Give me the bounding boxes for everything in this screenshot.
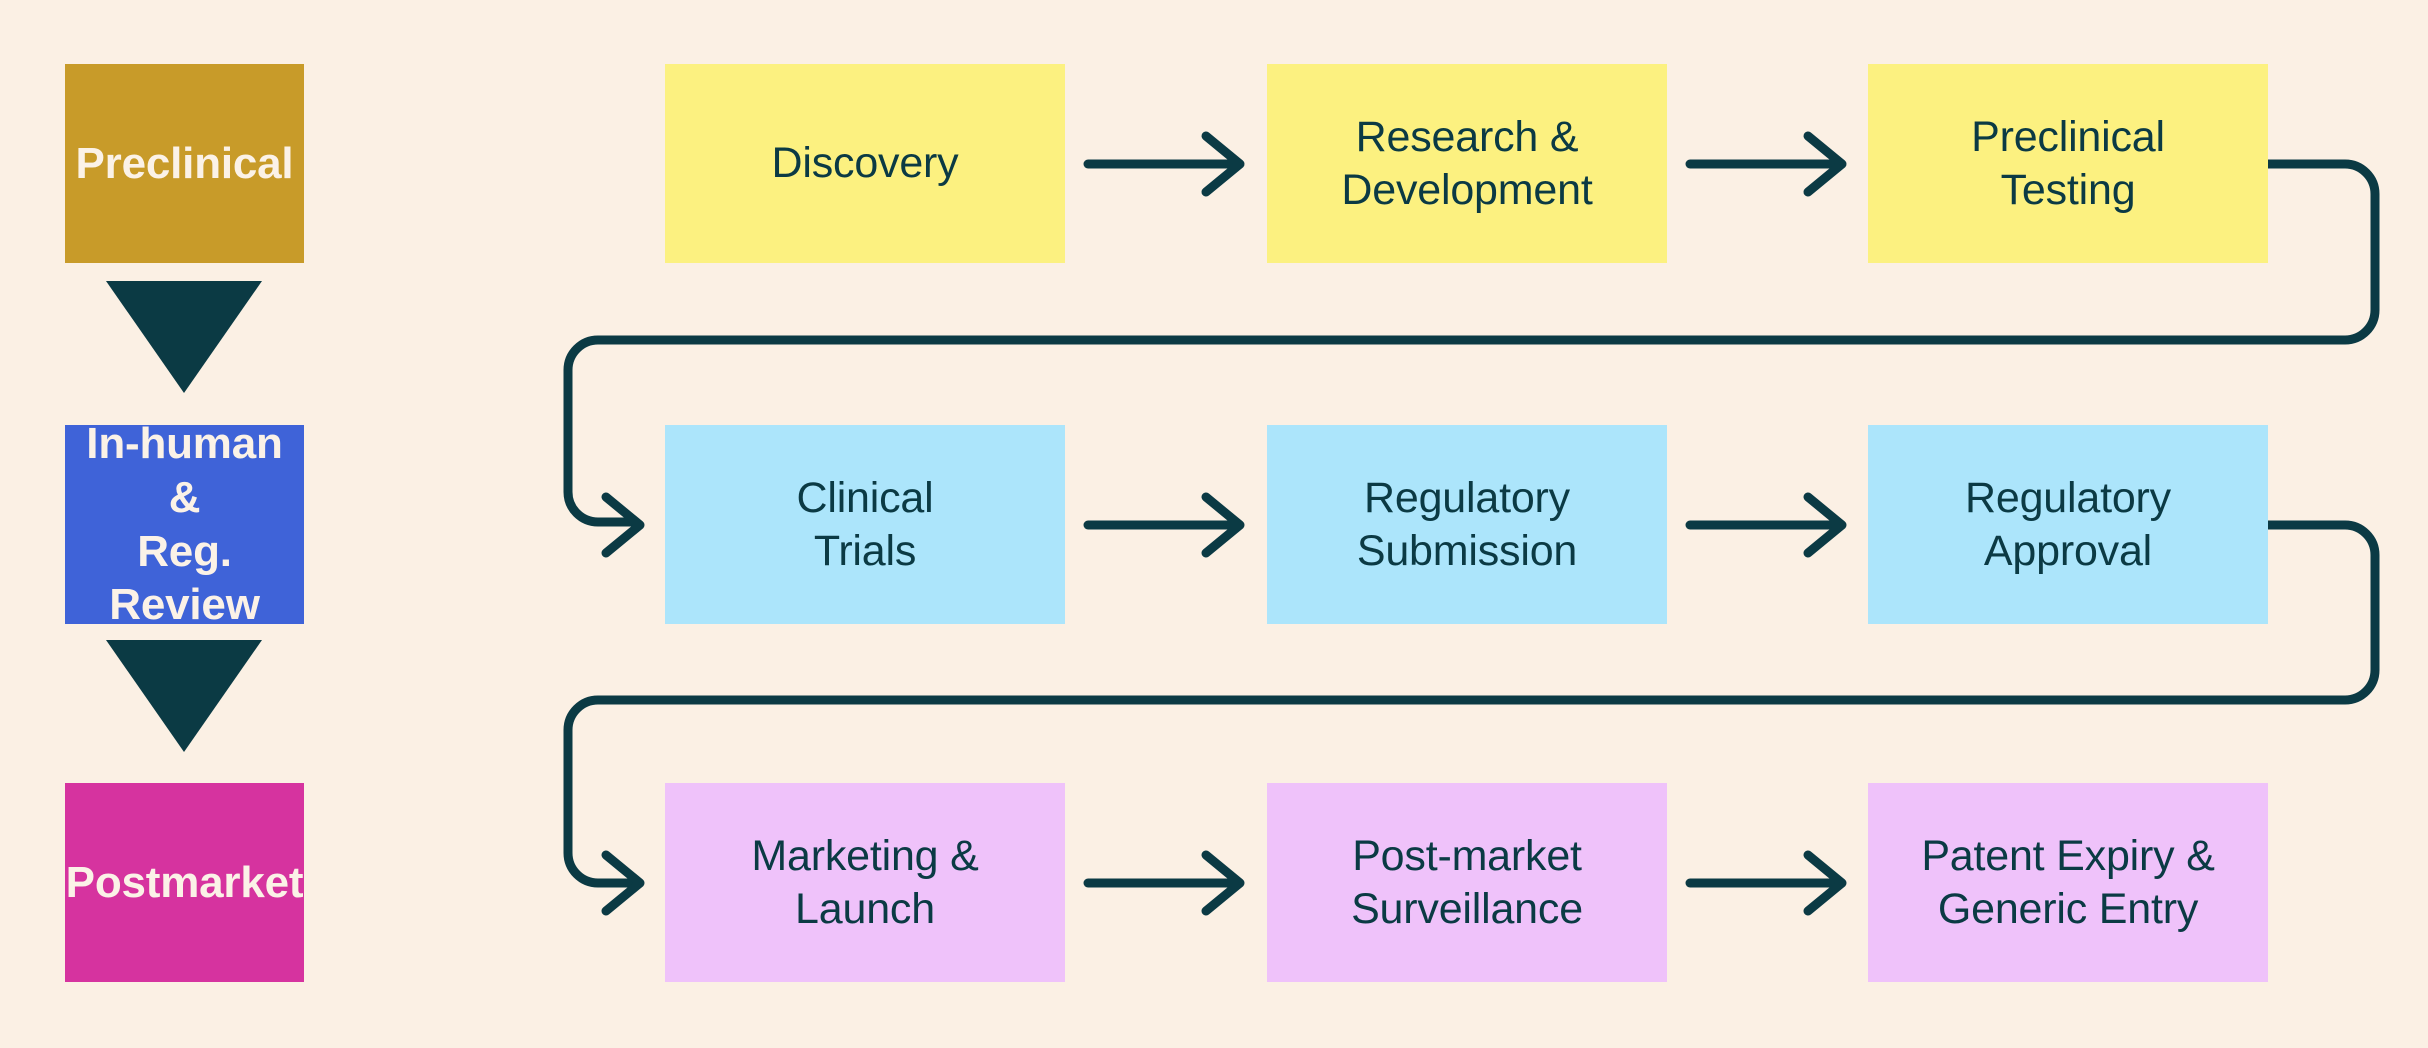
step-box-research-development[interactable]: Research & Development: [1267, 64, 1667, 263]
step-label: Post-market Surveillance: [1351, 832, 1583, 933]
step-box-patent-expiry-generic-entry[interactable]: Patent Expiry & Generic Entry: [1868, 783, 2268, 982]
step-label: Patent Expiry & Generic Entry: [1921, 832, 2215, 933]
step-box-post-market-surveillance[interactable]: Post-market Surveillance: [1267, 783, 1667, 982]
arrow-right-icon: [1083, 850, 1245, 916]
phase-label: In-human & Reg. Review: [86, 419, 283, 630]
step-label: Preclinical Testing: [1971, 113, 2165, 214]
step-box-regulatory-submission[interactable]: Regulatory Submission: [1267, 425, 1667, 624]
arrow-right-icon: [1685, 131, 1847, 197]
arrow-right-icon: [1083, 492, 1245, 558]
step-label: Discovery: [771, 139, 959, 188]
step-box-regulatory-approval[interactable]: Regulatory Approval: [1868, 425, 2268, 624]
phase-label: Preclinical: [75, 138, 294, 188]
step-label: Regulatory Approval: [1965, 474, 2171, 575]
step-box-clinical-trials[interactable]: Clinical Trials: [665, 425, 1065, 624]
arrow-right-icon: [1685, 492, 1847, 558]
arrow-right-icon: [1083, 131, 1245, 197]
arrow-right-icon: [1685, 850, 1847, 916]
step-box-discovery[interactable]: Discovery: [665, 64, 1065, 263]
step-label: Regulatory Submission: [1356, 474, 1578, 575]
phase-label: Postmarket: [65, 857, 304, 907]
phase-box-preclinical[interactable]: Preclinical: [65, 64, 304, 263]
triangle-down-icon: [106, 640, 262, 752]
step-box-preclinical-testing[interactable]: Preclinical Testing: [1868, 64, 2268, 263]
step-label: Marketing & Launch: [751, 832, 979, 933]
phase-box-postmarket[interactable]: Postmarket: [65, 783, 304, 982]
step-box-marketing-launch[interactable]: Marketing & Launch: [665, 783, 1065, 982]
triangle-down-icon: [106, 281, 262, 393]
phase-box-in-human-reg-review[interactable]: In-human & Reg. Review: [65, 419, 304, 629]
step-label: Clinical Trials: [796, 474, 934, 575]
step-label: Research & Development: [1341, 113, 1593, 214]
